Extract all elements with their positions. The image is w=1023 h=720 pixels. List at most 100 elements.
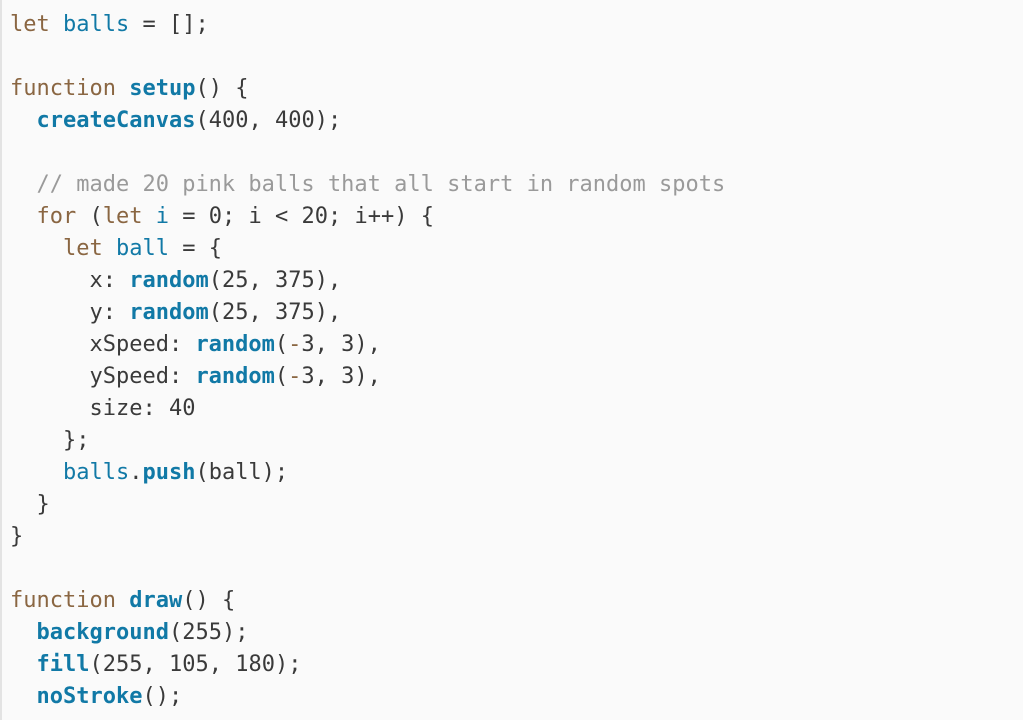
code-token-func: draw [129,588,183,613]
code-token-punct: () { [195,76,249,101]
code-token-number: 400 [274,108,315,133]
code-token-number: 40 [168,396,196,421]
code-line [10,137,1023,169]
code-token-plain [103,236,116,261]
code-token-punct: , [314,364,342,389]
code-token-operator: - [288,332,302,357]
code-token-punct: = [169,204,209,229]
code-token-keyword: let [102,204,143,229]
code-token-punct: x: [10,268,130,293]
code-token-plain [10,172,37,197]
code-token-number: 180 [235,652,275,677]
code-token-punct: , [142,652,169,677]
code-token-func: random [195,364,275,389]
code-token-number: 3 [341,332,355,357]
code-line: background(255); [10,617,1023,649]
code-line: } [10,521,1023,553]
code-line [10,553,1023,585]
code-token-number: 255 [102,652,143,677]
code-token-number: 3 [301,364,315,389]
code-line: noStroke(); [10,681,1023,713]
code-token-keyword: for [36,204,77,229]
code-line [10,41,1023,73]
code-token-punct: ( [274,364,289,389]
code-token-punct: ( [168,620,183,645]
code-token-plain [10,108,37,133]
code-line: // made 20 pink balls that all start in … [10,169,1023,201]
code-token-punct: xSpeed: [10,332,196,357]
code-token-var: balls [63,12,130,37]
code-token-number: 20 [301,204,328,229]
code-line: ySpeed: random(-3, 3), [10,361,1023,393]
code-token-func: random [129,268,209,293]
code-token-number: 3 [301,332,315,357]
code-token-func: push [142,460,196,485]
code-token-plain [50,12,63,37]
code-token-func: setup [129,76,196,101]
code-line: } [10,489,1023,521]
code-line: function setup() { [10,73,1023,105]
code-token-number: 375 [274,300,315,325]
code-line: y: random(25, 375), [10,297,1023,329]
code-token-punct: ( [274,332,289,357]
code-line: size: 40 [10,393,1023,425]
code-token-punct: ySpeed: [10,364,196,389]
code-token-punct: () { [182,588,236,613]
code-token-var: balls [62,460,130,485]
code-token-punct: (); [142,684,183,709]
code-token-func: fill [36,652,90,677]
code-token-punct: y: [10,300,130,325]
code-token-plain [10,684,37,709]
code-token-var: ball [115,236,169,261]
code-token-punct: , [248,268,275,293]
code-token-plain [10,620,37,645]
code-line: xSpeed: random(-3, 3), [10,329,1023,361]
code-line: x: random(25, 375), [10,265,1023,297]
code-token-number: 3 [341,364,355,389]
code-line: balls.push(ball); [10,457,1023,489]
code-line: function draw() { [10,585,1023,617]
code-token-keyword: function [10,76,116,101]
code-line: fill(255, 105, 180); [10,649,1023,681]
code-token-punct: size: [10,396,169,421]
code-token-punct: ( [195,108,209,133]
code-token-plain [10,204,37,229]
code-token-punct: . [129,460,143,485]
code-token-punct: = { [168,236,222,261]
code-token-punct: ), [354,332,381,357]
code-token-punct: ( [76,204,103,229]
code-token-punct: = []; [129,12,209,37]
code-token-comment: // made 20 pink balls that all start in … [36,172,726,197]
code-token-plain [10,236,63,261]
code-token-punct: ), [314,268,342,293]
code-token-func: createCanvas [36,108,196,133]
code-token-punct: (ball); [195,460,289,485]
code-token-punct: ); [314,108,342,133]
code-token-punct: , [208,652,236,677]
code-token-func: random [129,300,209,325]
code-token-punct: ), [314,300,342,325]
code-token-punct: , [248,300,275,325]
code-token-number: 0 [208,204,222,229]
code-token-number: 25 [221,268,249,293]
code-line: let balls = []; [10,9,1023,41]
code-token-punct: ( [208,268,222,293]
code-token-func: noStroke [36,684,143,709]
code-token-keyword: function [10,588,116,613]
code-token-punct: ; i < [222,204,302,229]
code-token-punct: ); [221,620,249,645]
code-token-number: 255 [182,620,222,645]
code-token-punct: , [314,332,342,357]
code-line: createCanvas(400, 400); [10,105,1023,137]
code-token-punct: ; i++) { [327,204,434,229]
code-token-number: 375 [274,268,315,293]
code-token-punct: }; [10,428,90,453]
code-token-keyword: let [10,12,50,37]
code-token-var: i [155,204,169,229]
code-token-plain [10,460,63,485]
code-token-number: 400 [208,108,249,133]
code-line: let ball = { [10,233,1023,265]
code-token-punct: } [10,492,50,517]
